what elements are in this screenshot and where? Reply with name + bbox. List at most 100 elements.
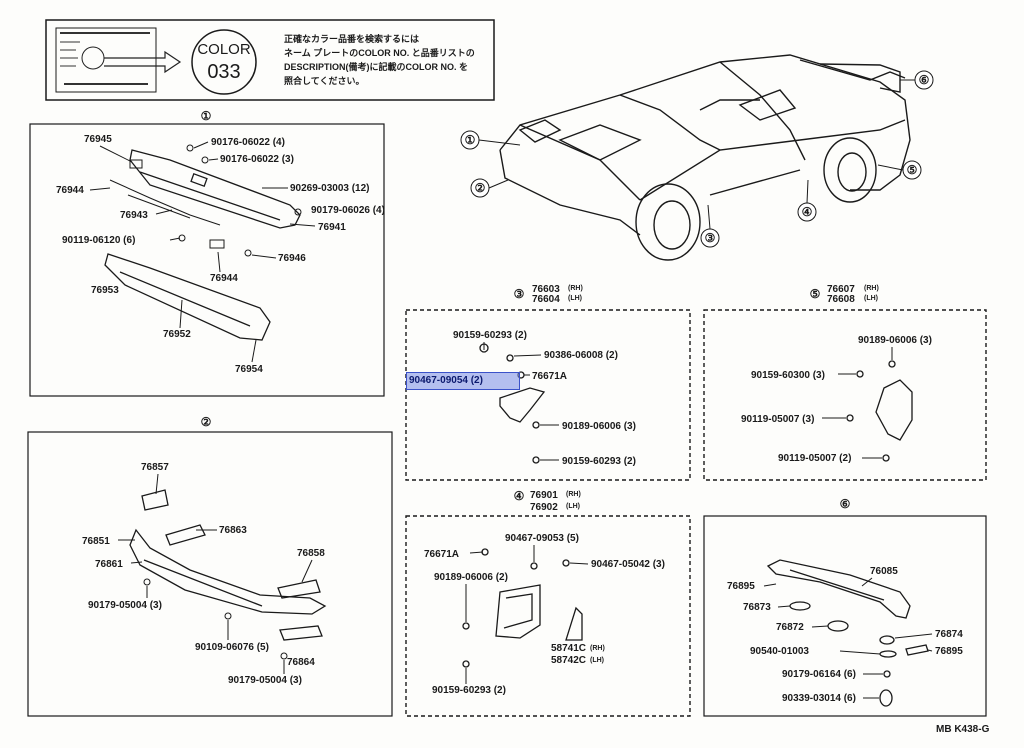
part-90179-06026: 90179-06026 (4)	[311, 205, 385, 216]
arrow-icon	[104, 50, 182, 74]
section-4-number: ④	[514, 489, 525, 503]
section-5-number: ⑤	[810, 287, 821, 301]
car-callout-3: ③	[705, 231, 716, 245]
car-callout-4: ④	[802, 205, 813, 219]
part-76851: 76851	[82, 536, 110, 547]
section-6-number: ⑥	[840, 497, 851, 511]
part-76945: 76945	[84, 134, 112, 145]
color-circle	[191, 29, 257, 95]
part-90269-03003: 90269-03003 (12)	[290, 183, 370, 194]
section-4-lh: (LH)	[566, 503, 580, 510]
front-lip-spoiler	[129, 489, 327, 641]
part-58742C: 58742C	[551, 655, 586, 666]
section-5-part-rh: 76607	[827, 284, 855, 295]
part-76872: 76872	[776, 622, 804, 633]
part-76953: 76953	[91, 285, 119, 296]
part-90109-06076: 90109-06076 (5)	[195, 642, 269, 653]
section-3-rh: (RH)	[568, 285, 583, 292]
car-callout-6: ⑥	[919, 73, 930, 87]
part-90467-05042: 90467-05042 (3)	[591, 559, 665, 570]
part-76952: 76952	[163, 329, 191, 340]
note-line-1: 正確なカラー品番を検索するには	[284, 33, 419, 44]
part-76946: 76946	[278, 253, 306, 264]
part-90179-05004-a: 90179-05004 (3)	[88, 600, 162, 611]
part-76873: 76873	[743, 602, 771, 613]
car-illustration	[499, 54, 911, 261]
part-76671A-b: 76671A	[424, 549, 459, 560]
section-3-number: ③	[514, 287, 525, 301]
part-76944-a: 76944	[56, 185, 84, 196]
section-3-lh: (LH)	[568, 295, 582, 302]
part-76864: 76864	[287, 657, 315, 668]
color-number: 033	[207, 61, 240, 83]
section-4: ④ 76901 (RH) 76902 (LH) 76671A 90467-090…	[405, 489, 691, 717]
section-3: ③ 76603 (RH) 76604 (LH) 90159-60293 (2) …	[405, 284, 691, 481]
part-90159-60293-a: 90159-60293 (2)	[453, 330, 527, 341]
section-1-fasteners	[109, 144, 302, 257]
car-callout-5: ⑤	[907, 163, 918, 177]
part-90176-06022-4: 90176-06022 (4)	[211, 137, 285, 148]
part-76941: 76941	[318, 222, 346, 233]
part-90339-03014: 90339-03014 (6)	[782, 693, 856, 704]
car-callout-2: ②	[475, 181, 486, 195]
part-76858: 76858	[297, 548, 325, 559]
part-90176-06022-3: 90176-06022 (3)	[220, 154, 294, 165]
part-76671A: 76671A	[532, 371, 567, 382]
part-76943: 76943	[120, 210, 148, 221]
section-2-fasteners	[143, 578, 288, 660]
part-90189-06006-b: 90189-06006 (2)	[434, 572, 508, 583]
section-5: ⑤ 76607 (RH) 76608 (LH) 90189-06006 (3) …	[703, 284, 987, 481]
mudguard-front	[479, 343, 546, 464]
part-90189-06006-c: 90189-06006 (3)	[858, 335, 932, 346]
part-76861: 76861	[95, 559, 123, 570]
part-90386-06008: 90386-06008 (2)	[544, 350, 618, 361]
part-58742C-lh: (LH)	[590, 657, 604, 664]
section-4-part-lh: 76902	[530, 502, 558, 513]
name-plate-icon	[55, 27, 157, 93]
highlighted-part-label[interactable]: 90467-09054 (2)	[409, 375, 483, 386]
section-2-number: ②	[201, 415, 212, 429]
diagram-code: MB K438-G	[936, 724, 990, 735]
part-90159-60293-b: 90159-60293 (2)	[562, 456, 636, 467]
part-90119-05007-a: 90119-05007 (3)	[741, 414, 814, 425]
part-58741C-rh: (RH)	[590, 645, 605, 652]
rear-spoiler	[766, 559, 929, 707]
mudguard-rear	[462, 548, 583, 668]
part-90189-06006: 90189-06006 (3)	[562, 421, 636, 432]
part-90179-06164: 90179-06164 (6)	[782, 669, 856, 680]
section-1: ① 76945 90176-06022 (4) 90176-06022 (3) …	[29, 109, 385, 397]
color-note-box: COLOR 033 正確なカラー品番を検索するには ネーム プレートのCOLOR…	[45, 19, 495, 101]
part-90540-01003: 90540-01003	[750, 646, 809, 657]
part-76874: 76874	[935, 629, 963, 640]
section-5-part-lh: 76608	[827, 294, 855, 305]
section-4-rh: (RH)	[566, 491, 581, 498]
mudguard-rear-right	[846, 360, 913, 462]
section-3-part-rh: 76603	[532, 284, 560, 295]
part-90179-05004-b: 90179-05004 (3)	[228, 675, 302, 686]
note-line-3: DESCRIPTION(備考)に記載のCOLOR NO. を	[284, 61, 468, 72]
part-76857: 76857	[141, 462, 169, 473]
car-callouts: ① ② ③ ④ ⑤ ⑥	[460, 70, 934, 248]
section-5-rh: (RH)	[864, 285, 879, 292]
part-90467-09053: 90467-09053 (5)	[505, 533, 579, 544]
front-spoiler-lower	[104, 253, 271, 341]
part-76954: 76954	[235, 364, 263, 375]
part-90119-05007-b: 90119-05007 (2)	[778, 453, 851, 464]
section-4-part-rh: 76901	[530, 490, 558, 501]
car-callout-1: ①	[465, 133, 476, 147]
note-line-4: 照合してください。	[284, 75, 364, 86]
part-90119-06120: 90119-06120 (6)	[62, 235, 135, 246]
section-2: ② 76857 76863 76851 76861 76858 90179-05…	[27, 415, 393, 717]
highlighted-part-box[interactable]	[406, 372, 520, 390]
section-5-lh: (LH)	[864, 295, 878, 302]
part-90159-60300: 90159-60300 (3)	[751, 370, 825, 381]
section-3-part-lh: 76604	[532, 294, 560, 305]
section-6: ⑥ 76085 76895 76873 76872 76874 90540-01…	[703, 497, 987, 717]
note-line-2: ネーム プレートのCOLOR NO. と品番リストの	[284, 47, 475, 58]
part-90159-60293-c: 90159-60293 (2)	[432, 685, 506, 696]
part-76863: 76863	[219, 525, 247, 536]
section-1-number: ①	[201, 109, 212, 123]
part-76944-b: 76944	[210, 273, 238, 284]
